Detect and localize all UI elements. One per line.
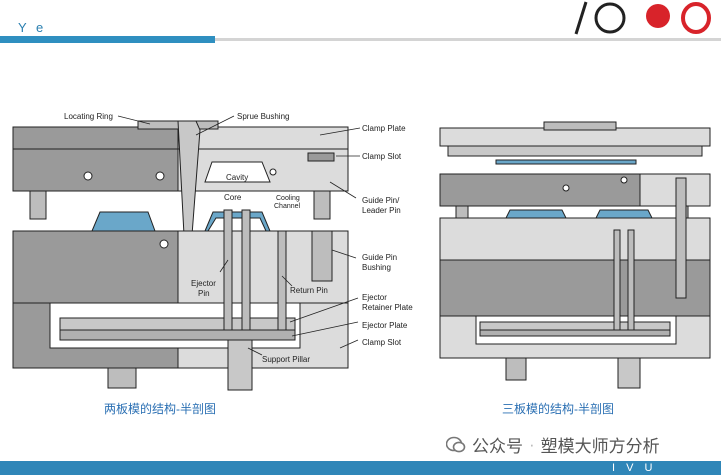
label-sprue-bushing: Sprue Bushing xyxy=(237,112,289,121)
header-text: Y e xyxy=(18,20,47,35)
wechat-icon xyxy=(446,436,466,452)
label-locating-ring: Locating Ring xyxy=(64,112,113,121)
watermark-account: 公众号 xyxy=(472,437,523,456)
label-ejector-pin-2: Pin xyxy=(198,289,210,298)
label-ejector-pin-1: Ejector xyxy=(191,279,216,288)
label-clamp-plate: Clamp Plate xyxy=(362,124,406,133)
two-plate-mold-caption: 两板模的结构-半剖图 xyxy=(104,402,216,416)
label-bushing-1: Guide Pin xyxy=(362,253,397,262)
label-bushing-2: Bushing xyxy=(362,263,391,272)
footer-text: I V U xyxy=(612,462,657,474)
watermark: 公众号 · 塑模大师方分析 xyxy=(446,432,660,457)
three-plate-mold-diagram xyxy=(439,121,711,389)
label-support-pillar: Support Pillar xyxy=(262,355,310,364)
header-divider xyxy=(215,38,721,41)
watermark-separator: · xyxy=(529,434,535,454)
label-guide-pin-1: Guide Pin/ xyxy=(362,196,400,205)
label-clamp-slot-bottom: Clamp Slot xyxy=(362,338,402,347)
label-ejector-plate: Ejector Plate xyxy=(362,321,408,330)
label-cooling-2: Channel xyxy=(274,203,301,210)
label-return-pin: Return Pin xyxy=(290,286,328,295)
header-accent-bar xyxy=(0,36,215,43)
three-plate-mold-caption: 三板模的结构-半剖图 xyxy=(502,402,614,416)
brand-logo xyxy=(574,1,711,35)
label-cavity: Cavity xyxy=(226,173,248,182)
label-cooling-1: Cooling xyxy=(276,195,300,202)
two-plate-mold-diagram: Locating Ring Sprue Bushing Clamp Plate … xyxy=(12,112,413,391)
label-retainer-2: Retainer Plate xyxy=(362,303,413,312)
label-guide-pin-2: Leader Pin xyxy=(362,206,401,215)
footer-bar xyxy=(0,461,721,475)
label-retainer-1: Ejector xyxy=(362,293,387,302)
label-core: Core xyxy=(224,193,242,202)
watermark-name: 塑模大师方分析 xyxy=(540,437,660,456)
label-clamp-slot-top: Clamp Slot xyxy=(362,152,402,161)
